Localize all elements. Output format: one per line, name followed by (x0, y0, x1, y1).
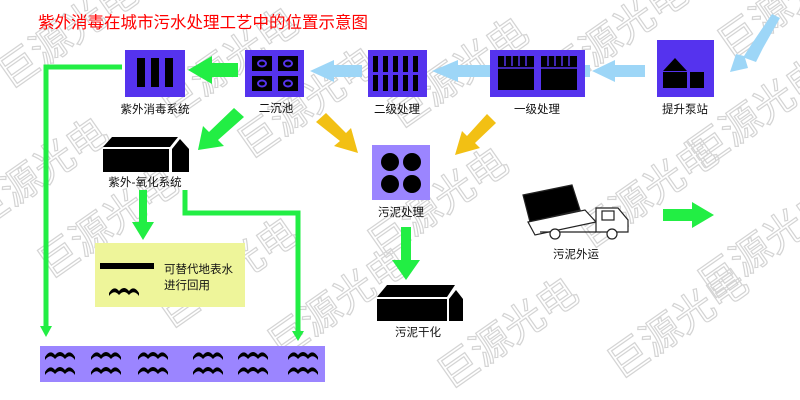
uv-disinfection-icon (125, 50, 185, 97)
primary-label: 一级处理 (514, 102, 560, 116)
arrow-inflow (730, 14, 780, 72)
arrow-primary-to-sludge (455, 114, 496, 155)
sludge-dry-label: 污泥干化 (395, 325, 441, 339)
arrow-clarifier-to-uv (188, 56, 238, 84)
green-flow-lines (43, 64, 301, 333)
arrow-down-to-water-left (40, 326, 52, 337)
receiving-water-icon (40, 346, 325, 382)
arrow-sludge-out (663, 202, 714, 228)
uv-oxidation-label: 紫外-氧化系统 (108, 175, 182, 189)
uv-oxidation-building-icon (103, 137, 189, 172)
sludge-treatment-icon (372, 145, 430, 200)
watermark: 巨源光电 (429, 269, 586, 398)
secondary-treatment-icon (368, 50, 427, 97)
reuse-text-line2: 进行回用 (164, 278, 210, 292)
secondary-clarifier-icon (245, 50, 304, 97)
page-title: 紫外消毒在城市污水处理工艺中的位置示意图 (38, 13, 368, 32)
sludge-out-label: 污泥外运 (553, 247, 599, 261)
dump-truck-icon (522, 184, 629, 240)
sludge-drying-building-icon (377, 285, 463, 321)
clarifier-label: 二沉池 (259, 101, 294, 115)
arrow-down-to-water-right (292, 331, 304, 341)
pump-station-icon (657, 40, 714, 97)
primary-treatment-icon (490, 50, 585, 97)
arrow-secondary-to-clarifier (310, 60, 362, 82)
arrow-oxidation-to-reuse (132, 190, 154, 240)
pump-label: 提升泵站 (662, 102, 708, 116)
arrow-pump-to-primary (592, 60, 645, 82)
reuse-text-line1: 可替代地表水 (164, 262, 233, 276)
uv-label: 紫外消毒系统 (121, 102, 190, 116)
reuse-box (95, 243, 245, 307)
secondary-label: 二级处理 (374, 102, 420, 116)
arrow-clarifier-to-sludge (316, 113, 358, 153)
sludge-label: 污泥处理 (378, 205, 424, 219)
arrow-sludge-to-dry (392, 227, 420, 280)
arrow-clarifier-to-oxidation (198, 108, 244, 150)
